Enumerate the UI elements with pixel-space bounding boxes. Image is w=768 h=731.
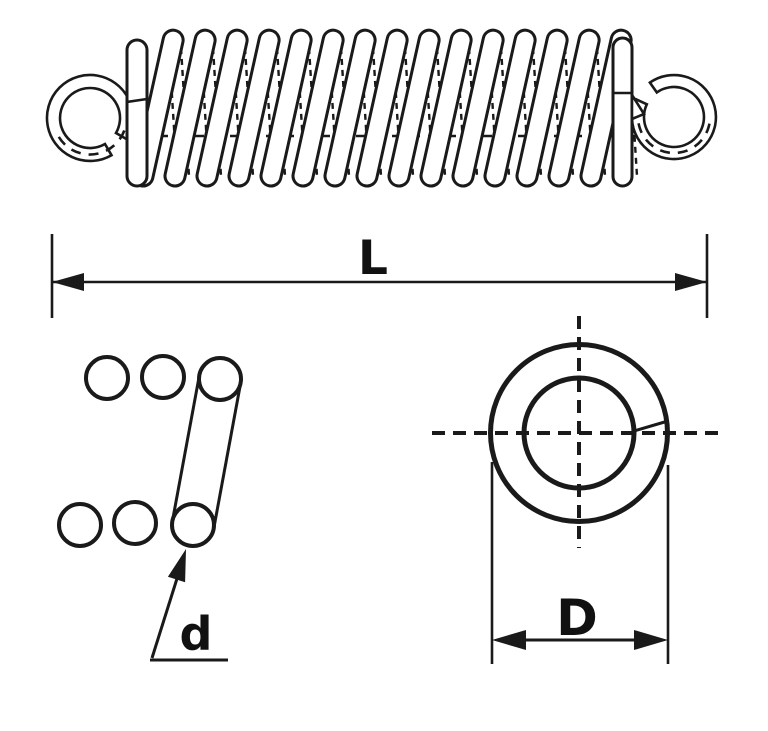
coil-tube-edge-right [212, 382, 243, 530]
coil-front-strand [195, 28, 249, 188]
arrowhead-left-icon [52, 273, 84, 291]
coil-tube-edge-left [170, 374, 201, 522]
coil-front-strand [227, 28, 281, 188]
arrowhead-left-icon [492, 630, 526, 650]
right-hook [630, 73, 718, 161]
leader-d: d [150, 549, 228, 662]
label-wire-diameter: d [180, 607, 213, 661]
spring-front-view [432, 316, 722, 548]
left-hook [45, 73, 135, 163]
arrowhead-right-icon [675, 273, 707, 291]
wire-detail-view: d [57, 354, 243, 662]
spring-side-view [45, 28, 718, 188]
coil-front-strand [163, 28, 217, 188]
left-end-joint-line [126, 97, 148, 104]
wire-section-circle [197, 356, 243, 402]
coil-front-strand [387, 28, 441, 188]
leader-line-d [150, 576, 179, 659]
right-hook-connector [630, 90, 646, 121]
coil-front-strand [451, 28, 505, 188]
wire-section-circle [57, 502, 103, 548]
coil-front-strand [323, 28, 377, 188]
left-hook-hidden-arc [54, 130, 126, 156]
spring-coils [131, 28, 633, 188]
coil-front-strand [355, 28, 409, 188]
dimension-L: L [50, 231, 709, 318]
coil-front-strand [291, 28, 345, 188]
wire-section-circle [84, 355, 130, 401]
left-end-coil [125, 38, 149, 188]
right-end-coil [611, 36, 634, 188]
dimension-D: D [490, 462, 670, 664]
wire-end-line [633, 419, 669, 433]
wire-section-circle [112, 500, 158, 546]
arrowhead-right-icon [634, 630, 668, 650]
wire-section-circle [140, 354, 186, 400]
coil-front-strand [515, 28, 569, 188]
wire-section-circle [170, 502, 216, 548]
coil-front-strand [259, 28, 313, 188]
leader-arrowhead-icon [167, 549, 186, 583]
label-overall-length: L [358, 231, 388, 286]
label-coil-outer-diameter: D [556, 589, 598, 647]
coil-front-strand [419, 28, 473, 188]
coil-front-strand [547, 28, 601, 188]
coil-front-strand [483, 28, 537, 188]
